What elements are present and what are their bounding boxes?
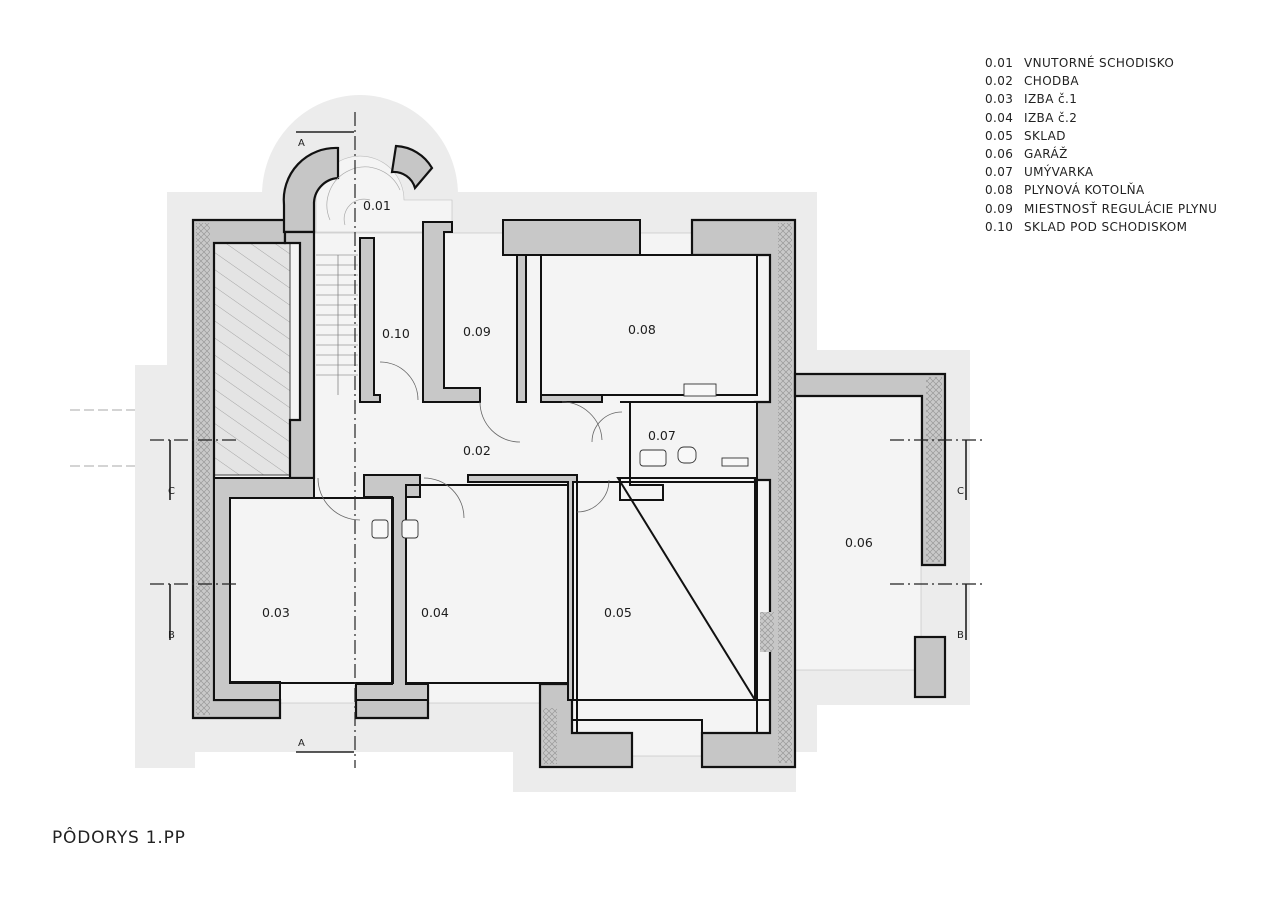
legend-code: 0.07 (985, 165, 1014, 180)
legend-code: 0.06 (985, 146, 1014, 161)
legend-code: 0.09 (985, 201, 1014, 216)
hatched-terrain (213, 242, 291, 476)
legend-name: VNUTORNÉ SCHODISKO (1024, 56, 1175, 70)
section-a-top: A (298, 138, 305, 149)
sanitary-fixtures (371, 383, 749, 539)
section-c-right: C (957, 486, 964, 497)
legend-row: 0.04 IZBA č.2 (985, 109, 1217, 127)
legend-code: 0.02 (985, 74, 1014, 89)
legend-row: 0.01 VNUTORNÉ SCHODISKO (985, 54, 1217, 72)
legend-code: 0.08 (985, 183, 1014, 198)
room-label-005: 0.05 (604, 605, 632, 620)
legend-row: 0.08 PLYNOVÁ KOTOLŇA (985, 181, 1217, 199)
room-label-006: 0.06 (845, 535, 873, 550)
legend-code: 0.01 (985, 56, 1014, 70)
room-label-010: 0.10 (382, 326, 410, 341)
legend-name: GARÁŽ (1024, 146, 1068, 161)
room-label-009: 0.09 (463, 324, 491, 339)
legend-code: 0.04 (985, 110, 1014, 125)
section-lines (70, 112, 985, 768)
stair-tower (282, 144, 434, 480)
room-label-007: 0.07 (648, 428, 676, 443)
legend-row: 0.02 CHODBA (985, 72, 1217, 90)
legend-name: IZBA č.2 (1024, 110, 1078, 125)
legend-row: 0.06 GARÁŽ (985, 145, 1217, 163)
plan-title: PÔDORYS 1.PP (52, 828, 186, 848)
room-label-003: 0.03 (262, 605, 290, 620)
room-labels: 0.01 0.02 0.03 0.04 0.05 0.06 0.07 0.08 … (262, 198, 873, 620)
legend-row: 0.05 SKLAD (985, 127, 1217, 145)
section-a-bottom: A (298, 738, 305, 749)
legend-row: 0.07 UMÝVARKA (985, 163, 1217, 181)
legend-name: MIESTNOSŤ REGULÁCIE PLYNU (1024, 201, 1218, 216)
legend-row: 0.03 IZBA č.1 (985, 90, 1217, 108)
legend-name: PLYNOVÁ KOTOLŇA (1024, 183, 1145, 198)
legend-name: UMÝVARKA (1024, 165, 1094, 180)
room-label-004: 0.04 (421, 605, 449, 620)
legend-row: 0.10 SKLAD POD SCHODISKOM (985, 218, 1217, 236)
legend-name: SKLAD POD SCHODISKOM (1024, 219, 1188, 234)
insulation-strips (196, 223, 942, 764)
room-label-001: 0.01 (363, 198, 391, 213)
legend-row: 0.09 MIESTNOSŤ REGULÁCIE PLYNU (985, 200, 1217, 218)
section-markers: A A C B C B (168, 138, 964, 749)
room-label-008: 0.08 (628, 322, 656, 337)
door-swings (317, 361, 623, 521)
section-b-right: B (957, 630, 964, 641)
section-c-left: C (168, 486, 175, 497)
stair-steps (316, 166, 401, 395)
legend-name: CHODBA (1024, 74, 1079, 89)
legend-code: 0.05 (985, 128, 1014, 143)
legend-name: SKLAD (1024, 128, 1066, 143)
legend-name: IZBA č.1 (1024, 92, 1078, 107)
room-outlines (229, 255, 758, 734)
room-label-002: 0.02 (463, 443, 491, 458)
legend-code: 0.03 (985, 92, 1014, 107)
legend-code: 0.10 (985, 219, 1014, 234)
section-b-left: B (168, 630, 175, 641)
